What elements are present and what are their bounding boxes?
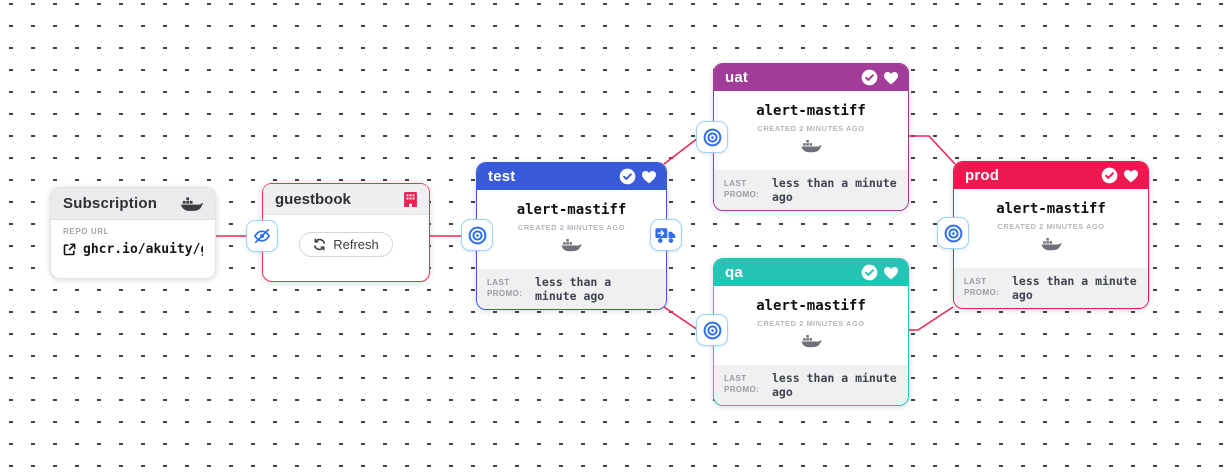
stage-footer: LAST PROMO: less than a minute ago	[714, 365, 908, 405]
last-promo-label: LAST PROMO:	[724, 179, 760, 199]
stage-footer: LAST PROMO: less than a minute ago	[954, 268, 1148, 308]
refresh-icon	[313, 238, 326, 251]
guestbook-header: guestbook	[263, 184, 429, 215]
heart-icon	[1123, 169, 1139, 183]
freight-name: alert-mastiff	[516, 202, 627, 218]
stage-body: alert-mastiff CREATED 2 MINUTES AGO	[477, 190, 666, 269]
refresh-button[interactable]: Refresh	[299, 231, 393, 257]
warehouse-node-guestbook[interactable]: guestbook	[262, 183, 430, 282]
docker-whale-icon	[801, 138, 822, 153]
check-circle-icon	[861, 264, 878, 281]
check-circle-icon	[619, 168, 636, 185]
stage-node-prod[interactable]: prod alert-mastiff CREATED 2 MINUTES AGO	[953, 161, 1149, 309]
last-promo-label: LAST PROMO:	[964, 277, 1000, 297]
edge-qa-prod	[907, 306, 954, 331]
repo-url-label: REPO URL	[63, 227, 110, 236]
stage-name: test	[488, 168, 516, 185]
freight-created: CREATED 2 MINUTES AGO	[757, 124, 865, 133]
freight-name: alert-mastiff	[996, 201, 1106, 217]
check-circle-icon	[861, 69, 878, 86]
stage-footer: LAST PROMO: less than a minute ago	[477, 269, 666, 309]
repo-url-text: ghcr.io/akuity/g…	[83, 242, 203, 257]
last-promo-label: LAST PROMO:	[487, 278, 523, 298]
guestbook-title: guestbook	[275, 190, 351, 208]
target-icon[interactable]	[696, 314, 728, 346]
eye-slash-icon[interactable]	[246, 220, 278, 252]
target-icon[interactable]	[937, 217, 969, 249]
last-promo-value: less than a minute ago	[772, 370, 897, 399]
last-promo-label: LAST PROMO:	[724, 374, 760, 394]
docker-whale-icon	[181, 195, 203, 212]
stage-body: alert-mastiff CREATED 2 MINUTES AGO	[714, 286, 908, 365]
stage-body: alert-mastiff CREATED 2 MINUTES AGO	[714, 91, 908, 170]
heart-icon	[883, 266, 899, 280]
subscription-node[interactable]: Subscription REPO URL ghcr.io/akuity/g	[50, 187, 216, 279]
repo-url-link[interactable]: ghcr.io/akuity/g…	[63, 242, 203, 257]
stage-node-uat[interactable]: uat alert-mastiff CREATED 2 MINUTES AGO	[713, 63, 909, 211]
check-circle-icon	[1101, 167, 1118, 184]
guestbook-body: Refresh	[263, 215, 429, 273]
stage-node-test[interactable]: test alert-mastiff CREATED 2 MINUTES AGO	[476, 162, 667, 310]
stage-node-qa[interactable]: qa alert-mastiff CREATED 2 MINUTES AGO	[713, 258, 909, 406]
stage-body: alert-mastiff CREATED 2 MINUTES AGO	[954, 189, 1148, 268]
target-icon[interactable]	[461, 219, 493, 251]
stage-header: test	[477, 163, 666, 190]
freight-created: CREATED 2 MINUTES AGO	[997, 222, 1105, 231]
stage-header: qa	[714, 259, 908, 286]
stage-footer: LAST PROMO: less than a minute ago	[714, 170, 908, 210]
truck-icon[interactable]	[650, 219, 682, 251]
last-promo-value: less than a minute ago	[1012, 273, 1137, 302]
stage-name: qa	[725, 264, 743, 281]
subscription-body: REPO URL ghcr.io/akuity/g…	[51, 220, 215, 257]
docker-whale-icon	[801, 333, 822, 348]
freight-name: alert-mastiff	[756, 298, 866, 314]
last-promo-value: less than a minute ago	[772, 175, 897, 204]
stage-name: uat	[725, 69, 749, 86]
freight-created: CREATED 2 MINUTES AGO	[757, 319, 865, 328]
freight-created: CREATED 2 MINUTES AGO	[517, 223, 626, 232]
stage-name: prod	[965, 167, 1000, 184]
external-link-icon	[63, 243, 76, 256]
refresh-label: Refresh	[333, 236, 379, 252]
freight-name: alert-mastiff	[756, 103, 866, 119]
edge-uat-prod	[907, 135, 956, 165]
docker-whale-icon	[561, 237, 582, 252]
heart-icon	[641, 170, 657, 184]
last-promo-value: less than a minute ago	[535, 274, 612, 303]
heart-icon	[883, 71, 899, 85]
target-icon[interactable]	[696, 121, 728, 153]
subscription-title: Subscription	[63, 195, 158, 212]
building-icon	[404, 191, 417, 207]
stage-header: uat	[714, 64, 908, 91]
subscription-header: Subscription	[51, 188, 215, 220]
docker-whale-icon	[1041, 236, 1062, 251]
stage-header: prod	[954, 162, 1148, 189]
